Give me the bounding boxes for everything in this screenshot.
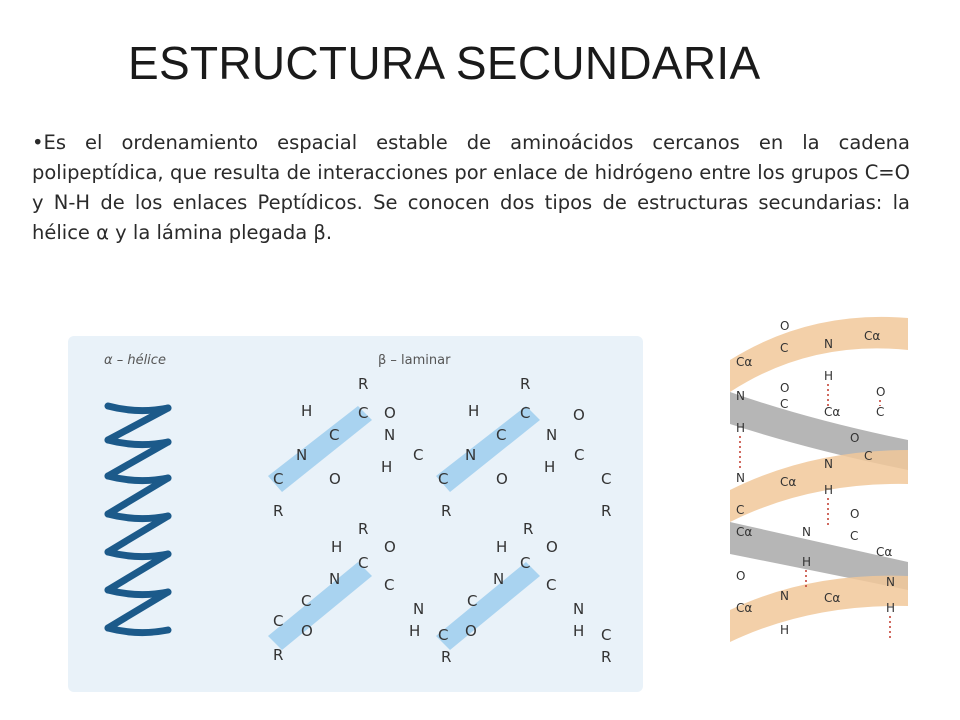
svg-text:N: N <box>802 525 811 539</box>
svg-text:R: R <box>441 648 451 666</box>
svg-text:N: N <box>329 570 340 588</box>
svg-text:O: O <box>850 431 859 445</box>
svg-text:C: C <box>546 576 556 594</box>
svg-text:O: O <box>876 385 885 399</box>
svg-text:R: R <box>520 375 530 393</box>
svg-text:H: H <box>301 402 312 420</box>
figure-background <box>68 336 643 692</box>
svg-text:Cα: Cα <box>736 525 752 539</box>
beta-sheet-label: β – laminar <box>378 353 451 368</box>
svg-text:R: R <box>358 520 368 538</box>
svg-text:Cα: Cα <box>736 601 752 615</box>
svg-text:N: N <box>824 337 833 351</box>
svg-text:O: O <box>736 569 745 583</box>
svg-text:N: N <box>493 570 504 588</box>
hydrogen-bonds <box>739 384 891 640</box>
svg-text:N: N <box>736 471 745 485</box>
svg-text:C: C <box>438 470 448 488</box>
svg-text:H: H <box>824 483 833 497</box>
svg-text:N: N <box>736 389 745 403</box>
svg-text:R: R <box>358 375 368 393</box>
svg-text:R: R <box>441 502 451 520</box>
svg-text:R: R <box>273 502 283 520</box>
svg-text:N: N <box>546 426 557 444</box>
svg-text:O: O <box>329 470 341 488</box>
svg-text:Cα: Cα <box>824 591 840 605</box>
svg-text:C: C <box>358 404 368 422</box>
svg-text:C: C <box>438 626 448 644</box>
ribbon-segments <box>730 316 908 642</box>
svg-text:R: R <box>273 646 283 664</box>
svg-text:N: N <box>780 589 789 603</box>
svg-text:H: H <box>409 622 420 640</box>
svg-text:O: O <box>780 319 789 333</box>
svg-text:C: C <box>520 404 530 422</box>
svg-text:C: C <box>273 470 283 488</box>
svg-text:O: O <box>384 538 396 556</box>
bullet-paragraph: •Es el ordenamiento espacial estable de … <box>32 131 910 244</box>
svg-text:C: C <box>329 426 339 444</box>
slide-title: ESTRUCTURA SECUNDARIA <box>128 37 761 89</box>
svg-text:N: N <box>413 600 424 618</box>
svg-text:C: C <box>601 470 611 488</box>
svg-text:C: C <box>520 554 530 572</box>
svg-text:Cα: Cα <box>824 405 840 419</box>
svg-text:C: C <box>496 426 506 444</box>
svg-text:C: C <box>780 341 788 355</box>
svg-text:O: O <box>384 404 396 422</box>
svg-text:O: O <box>780 381 789 395</box>
svg-text:C: C <box>780 397 788 411</box>
svg-text:N: N <box>465 446 476 464</box>
svg-text:O: O <box>573 406 585 424</box>
svg-text:H: H <box>736 421 745 435</box>
svg-text:C: C <box>876 405 884 419</box>
svg-text:O: O <box>546 538 558 556</box>
svg-text:H: H <box>780 623 789 637</box>
svg-text:N: N <box>573 600 584 618</box>
svg-text:H: H <box>468 402 479 420</box>
svg-text:R: R <box>601 648 611 666</box>
svg-text:O: O <box>850 507 859 521</box>
svg-text:Cα: Cα <box>864 329 880 343</box>
svg-text:C: C <box>301 592 311 610</box>
alpha-helix-label: α – hélice <box>104 353 166 368</box>
svg-text:C: C <box>736 503 744 517</box>
svg-text:O: O <box>465 622 477 640</box>
svg-text:C: C <box>574 446 584 464</box>
svg-text:N: N <box>886 575 895 589</box>
svg-text:C: C <box>384 576 394 594</box>
svg-text:H: H <box>331 538 342 556</box>
svg-text:N: N <box>296 446 307 464</box>
svg-text:R: R <box>601 502 611 520</box>
svg-text:H: H <box>824 369 833 383</box>
svg-text:C: C <box>413 446 423 464</box>
svg-text:H: H <box>381 458 392 476</box>
svg-text:O: O <box>301 622 313 640</box>
svg-text:O: O <box>496 470 508 488</box>
svg-text:C: C <box>273 612 283 630</box>
svg-text:C: C <box>358 554 368 572</box>
svg-text:H: H <box>802 555 811 569</box>
svg-text:Cα: Cα <box>780 475 796 489</box>
svg-text:Cα: Cα <box>736 355 752 369</box>
svg-text:C: C <box>467 592 477 610</box>
svg-text:R: R <box>523 520 533 538</box>
svg-text:N: N <box>384 426 395 444</box>
svg-text:H: H <box>886 601 895 615</box>
svg-text:H: H <box>573 622 584 640</box>
svg-text:Cα: Cα <box>876 545 892 559</box>
alpha-helix-drawing <box>104 402 172 637</box>
svg-text:H: H <box>496 538 507 556</box>
svg-text:H: H <box>544 458 555 476</box>
svg-text:C: C <box>601 626 611 644</box>
svg-text:N: N <box>824 457 833 471</box>
svg-text:C: C <box>850 529 858 543</box>
svg-text:C: C <box>864 449 872 463</box>
